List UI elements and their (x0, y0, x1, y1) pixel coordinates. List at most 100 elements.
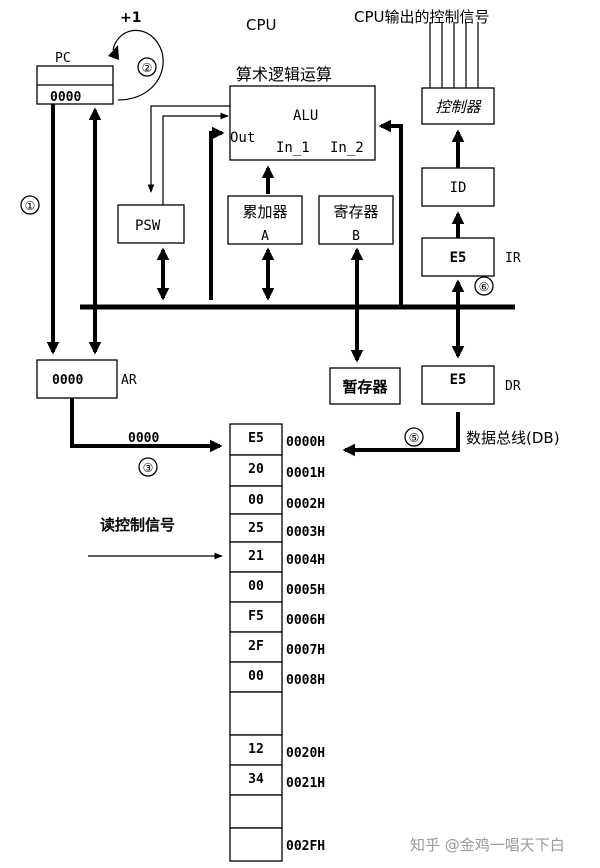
ir-label: IR (505, 251, 521, 266)
data-bus-arrow (342, 412, 460, 457)
alu-out-label: Out (230, 130, 255, 146)
memory-row: 00 0008H (229, 661, 325, 693)
memory-address: 0001H (286, 466, 325, 481)
memory-value: 20 (248, 462, 264, 477)
step-6-marker: ⑥ (474, 276, 494, 296)
ar-value: 0000 (52, 373, 83, 388)
pc-register: PC 0000 (36, 51, 114, 105)
memory-row: 00 0002H (229, 485, 325, 515)
memory-address: 0020H (286, 746, 325, 761)
memory-row: 12 0020H (229, 734, 325, 766)
memory-value: 21 (248, 549, 264, 564)
control-signals-label: CPU输出的控制信号 (354, 8, 490, 26)
memory-cell (229, 827, 283, 862)
memory-row: 34 0021H (229, 764, 325, 796)
memory-cell (229, 691, 283, 736)
memory-cell (229, 734, 283, 766)
plus-one-label: +1 (120, 10, 141, 26)
alu-to-psw-line (147, 105, 230, 193)
cpu-label: CPU (246, 16, 277, 34)
temp-register-label: 暂存器 (342, 378, 388, 396)
memory-row: 21 0004H (229, 541, 325, 573)
increment-loop (112, 29, 164, 101)
memory-address: 0021H (286, 776, 325, 791)
read-signal-label: 读控制信号 (100, 516, 175, 534)
accumulator-sub-label: A (261, 229, 269, 244)
memory-value: 2F (248, 639, 264, 654)
alu-label: ALU (293, 108, 318, 124)
memory-address: 0005H (286, 583, 325, 598)
step-3-marker: ③ (138, 457, 158, 477)
memory-address: 0006H (286, 613, 325, 628)
memory-value: 00 (248, 579, 264, 594)
memory-value: 25 (248, 521, 264, 536)
svg-text:⑤: ⑤ (409, 431, 420, 445)
ir-value: E5 (450, 250, 467, 266)
memory-row: 002FH (229, 827, 325, 862)
address-bus-value: 0000 (128, 431, 159, 446)
memory-address: 0004H (286, 553, 325, 568)
data-register: E5 DR (421, 365, 521, 405)
id-label: ID (450, 180, 467, 196)
memory-row: F5 0006H (229, 601, 325, 633)
increment-arrowhead (108, 45, 119, 60)
register-b-sub-label: B (352, 229, 360, 244)
svg-text:③: ③ (143, 461, 154, 475)
ar-label: AR (121, 373, 137, 388)
memory-value: 00 (248, 493, 264, 508)
memory-address: 002FH (286, 839, 325, 854)
memory-row (229, 691, 283, 736)
memory-row: 25 0003H (229, 513, 325, 543)
instruction-register: E5 IR (421, 237, 521, 277)
memory-row: 20 0001H (229, 454, 325, 487)
accumulator-register: 累加器 A (227, 195, 303, 245)
memory-value: 12 (248, 742, 264, 757)
data-bus-label: 数据总线(DB) (466, 429, 560, 447)
address-register: 0000 AR (36, 359, 137, 399)
memory-address: 0008H (286, 673, 325, 688)
memory-value: 00 (248, 669, 264, 684)
memory-cell (229, 423, 283, 456)
memory-value: E5 (248, 431, 264, 446)
memory-address: 0000H (286, 435, 325, 450)
memory-cell (229, 541, 283, 573)
controller-unit: 控制器 (421, 87, 495, 125)
memory-cell (229, 794, 283, 829)
pc-label: PC (55, 51, 71, 66)
register-b: 寄存器 B (318, 195, 394, 245)
step-5-marker: ⑤ (404, 427, 424, 447)
memory-address: 0002H (286, 497, 325, 512)
dr-label: DR (505, 379, 521, 394)
memory-row (229, 794, 283, 829)
memory-row: 00 0005H (229, 571, 325, 603)
controller-label: 控制器 (435, 98, 482, 116)
bus-to-alu-in2-line (378, 119, 403, 306)
memory-row: E5 0000H (229, 423, 325, 456)
memory-address: 0003H (286, 525, 325, 540)
dr-value: E5 (450, 372, 467, 388)
memory-cell (229, 661, 283, 693)
address-bus-arrow (70, 398, 223, 453)
alu-in2-label: In_2 (330, 140, 364, 156)
memory-value: F5 (248, 609, 264, 624)
psw-to-alu-line (162, 112, 229, 205)
temp-register: 暂存器 (329, 367, 401, 405)
register-b-label: 寄存器 (333, 203, 378, 221)
watermark: 知乎 @金鸡一唱天下白 (410, 836, 565, 854)
svg-text:①: ① (25, 199, 36, 213)
psw-register: PSW (117, 204, 185, 244)
pc-value: 0000 (50, 90, 81, 105)
accumulator-label: 累加器 (242, 203, 287, 221)
svg-text:②: ② (142, 61, 153, 75)
psw-label: PSW (135, 218, 161, 234)
instruction-decoder: ID (421, 167, 495, 207)
step-1-marker: ① (20, 195, 40, 215)
alu-out-bus-line (209, 126, 225, 300)
alu-unit: ALU Out In_1 In_2 (229, 85, 376, 161)
memory-value: 34 (248, 772, 264, 787)
alu-title: 算术逻辑运算 (236, 65, 332, 84)
step-2-marker: ② (137, 57, 157, 77)
